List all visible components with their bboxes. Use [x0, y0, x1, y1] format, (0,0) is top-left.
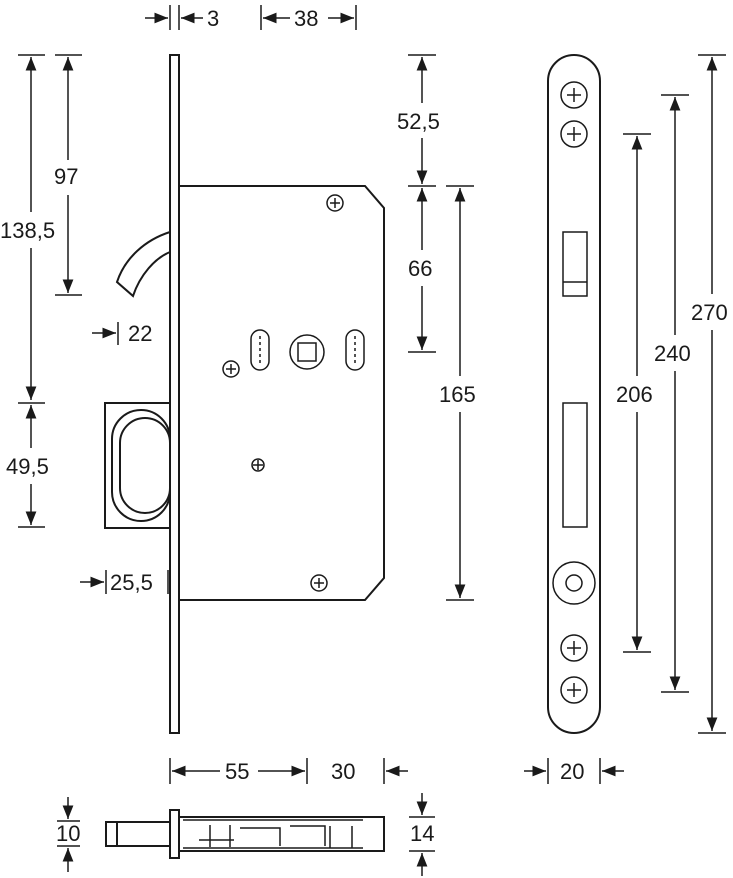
- dim-49-5: 49,5: [6, 454, 49, 479]
- dim-206: 206: [616, 382, 653, 407]
- dim-97: 97: [54, 164, 78, 189]
- dimension-lines: [18, 5, 726, 876]
- dim-10: 10: [56, 821, 80, 846]
- dim-14: 14: [410, 821, 434, 846]
- dimension-labels: 3 38 97 138,5 22 49,5 25,5 52,5 66 165 2…: [0, 6, 728, 846]
- faceplate-front: [547, 54, 601, 734]
- dim-66: 66: [408, 256, 432, 281]
- dim-30: 30: [331, 759, 355, 784]
- dim-138-5: 138,5: [0, 218, 55, 243]
- dim-52-5: 52,5: [397, 109, 440, 134]
- flush-handle: [104, 402, 171, 529]
- dim-55: 55: [225, 759, 249, 784]
- dim-38: 38: [294, 6, 318, 31]
- faceplate-side: [169, 54, 180, 734]
- dim-22: 22: [128, 321, 152, 346]
- hook-bolt: [115, 230, 171, 298]
- faceplate-holes: [552, 81, 596, 704]
- dim-240: 240: [654, 341, 691, 366]
- dim-3: 3: [207, 6, 219, 31]
- dim-25-5: 25,5: [110, 570, 153, 595]
- dim-270: 270: [691, 300, 728, 325]
- dim-20: 20: [560, 759, 584, 784]
- case-details: [222, 194, 365, 592]
- dim-165: 165: [439, 382, 476, 407]
- top-view: [105, 809, 385, 859]
- lock-case: [178, 185, 385, 601]
